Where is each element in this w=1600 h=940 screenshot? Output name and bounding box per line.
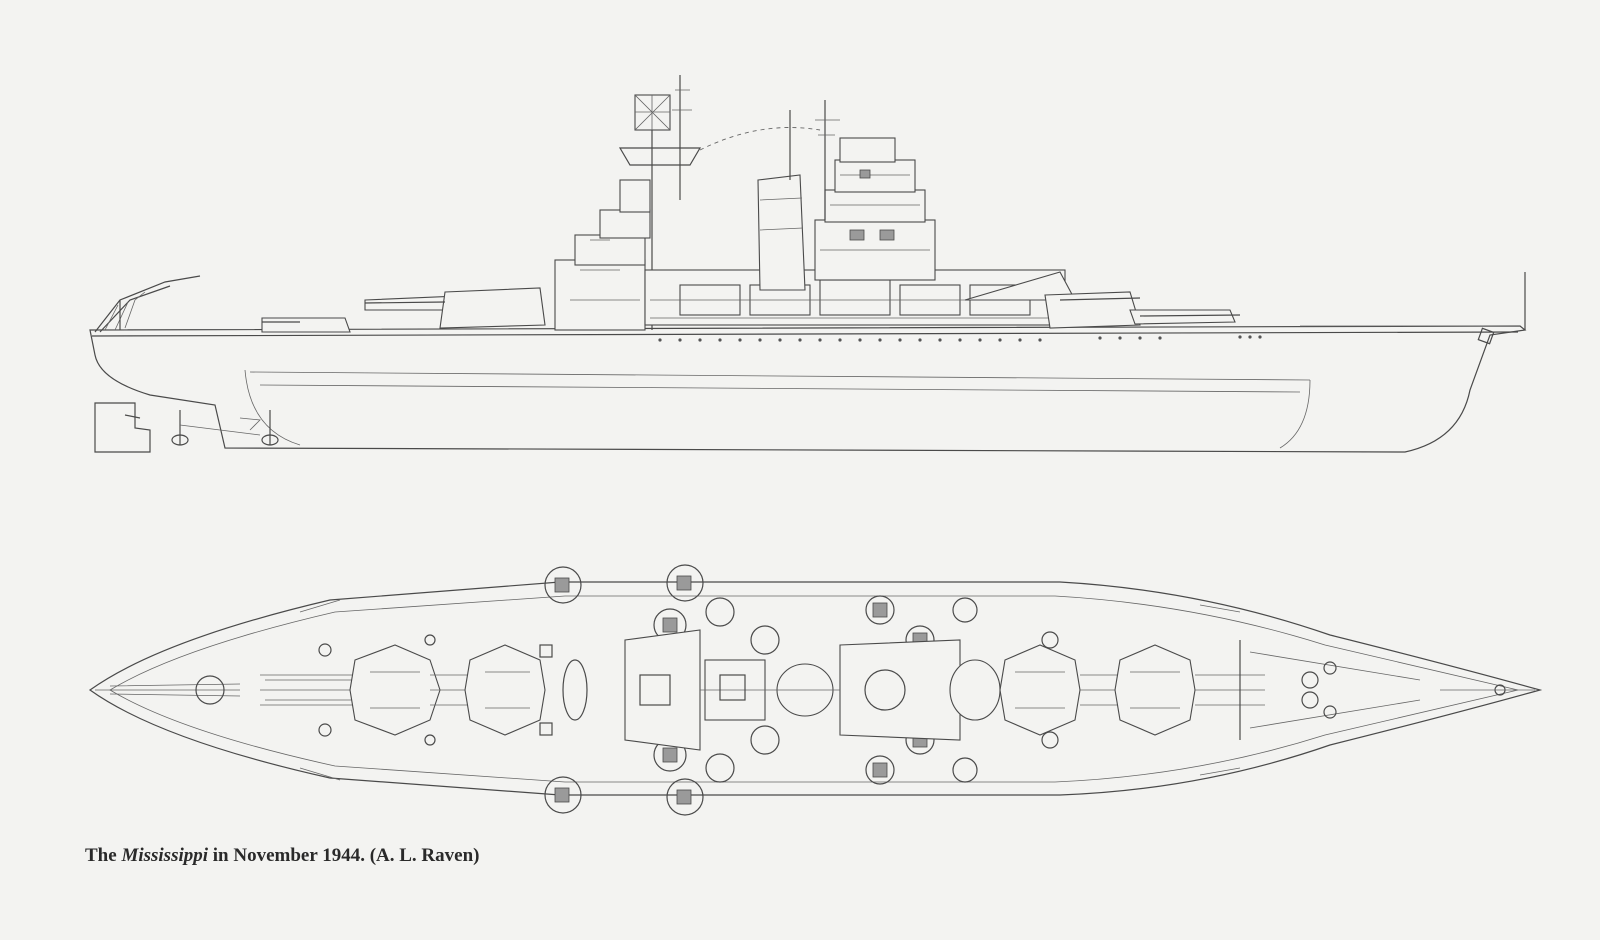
aft-turrets — [261, 287, 546, 333]
plan-view — [88, 564, 1543, 816]
plan-hull — [88, 581, 1543, 796]
caption-ship-name: Mississippi — [121, 845, 209, 866]
aft-turrets-plan — [260, 644, 546, 736]
deck-fittings — [299, 599, 1241, 781]
superstructure-plan — [624, 629, 1001, 751]
caption-prefix: The — [85, 845, 122, 866]
figure-caption: The Mississippi in November 1944. (A. L.… — [85, 845, 479, 867]
bow-fittings-plan — [1239, 640, 1535, 740]
forward-turrets — [964, 271, 1241, 329]
forward-turrets-plan — [999, 644, 1265, 736]
portholes — [658, 335, 1262, 342]
profile-hull — [89, 325, 1527, 453]
rudder-and-propellers — [94, 402, 279, 453]
profile-view — [89, 75, 1527, 453]
aft-superstructure — [554, 75, 821, 331]
bridge-tower — [814, 100, 936, 281]
bow-details — [1300, 272, 1526, 345]
caption-suffix: in November 1944. (A. L. Raven) — [208, 845, 480, 866]
stern-crane — [94, 275, 201, 333]
